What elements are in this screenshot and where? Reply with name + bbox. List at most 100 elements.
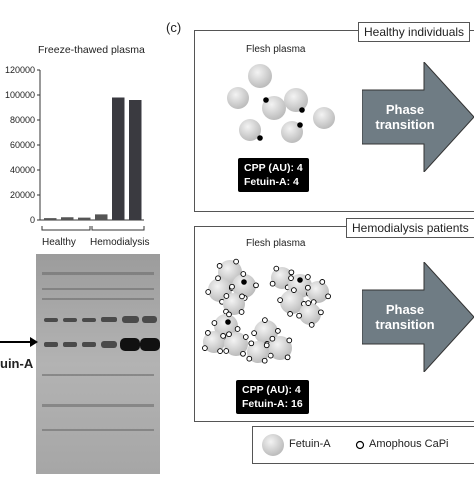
capi-particle [325,293,331,300]
hemodialysis-fetuin: Fetuin-A: 16 [242,398,303,410]
capi-particle [273,265,280,272]
chart-title: Freeze-thawed plasma [38,44,145,56]
bracket-hemodialysis [91,226,145,231]
capi-particle [246,355,253,362]
fetuin-sphere [232,274,256,298]
fetuin-sphere-icon [262,434,284,456]
capi-particle [226,331,232,338]
fetuin-sphere [223,293,245,315]
y-tick-label: 60000 [10,140,35,150]
fetuin-sphere [299,303,321,325]
fetuin-sphere [262,96,286,120]
capi-particle [248,340,255,347]
legend: Fetuin-A Amophous CaPi [252,426,474,464]
capi-particle [215,275,221,282]
capi-particle [253,282,259,289]
arrow-line-1: Phase [385,102,425,117]
y-tick-label: 40000 [10,165,35,175]
dark-particle [241,279,247,285]
bar [112,97,125,220]
healthy-arrow-label: Phase transition [364,102,446,132]
fetuin-sphere [227,87,249,109]
capi-particle [287,311,293,317]
blot-label: uin-A [0,356,34,371]
capi-particle [216,263,223,269]
western-blot [36,254,160,474]
fetuin-sphere [247,341,269,363]
bar [95,214,108,220]
fetuin-sphere [313,107,335,129]
capi-particle [238,309,245,315]
phase-transition-arrow-icon [362,262,474,372]
hemodialysis-cpp: CPP (AU): 4 [242,384,301,396]
capi-particle [233,258,239,265]
capi-circle-icon [355,440,365,450]
group-label-healthy: Healthy [42,237,76,248]
capi-particle [286,337,293,344]
capi-particle [240,350,246,357]
capi-particle [211,320,218,326]
capi-particle [205,289,212,295]
bracket-healthy [41,226,91,231]
dark-particle [297,277,303,283]
capi-particle [284,354,291,361]
fetuin-sphere [214,314,238,338]
y-tick-label: 100000 [5,90,35,100]
healthy-particles [227,64,335,143]
hemodialysis-arrow-label: Phase transition [364,302,446,332]
hemodialysis-tag: Hemodialysis patients [346,218,474,238]
y-tick-label: 0 [30,215,35,225]
capi-particle [305,284,311,291]
capi-particle [269,280,276,287]
capi-particle [220,333,226,339]
capi-particle [262,317,268,323]
capi-particle [226,311,232,318]
fetuin-sphere [307,281,329,303]
capi-particle [288,275,294,281]
arrow-line-2: transition [375,317,435,332]
capi-particle [305,300,312,306]
healthy-cpp: CPP (AU): 4 [244,162,303,174]
capi-particle [318,309,324,316]
capi-particle [223,293,230,299]
capi-particle [251,330,257,336]
capi-particle [319,279,326,285]
capi-particle [277,297,283,303]
fetuin-sphere [280,290,304,314]
bar [78,217,91,220]
capi-particle [267,352,274,359]
healthy-tag: Healthy individuals [358,22,471,42]
legend-fetuin: Fetuin-A [289,438,331,450]
bar [129,100,142,220]
panel-c: (c) Healthy individuals Flesh plasma CPP… [160,0,474,474]
healthy-plasma-label: Flesh plasma [246,44,306,55]
capi-particle [242,334,249,340]
fetuin-sphere [268,336,292,360]
capi-particle [288,269,295,276]
y-tick-label: 80000 [10,115,35,125]
capi-particle [308,322,315,328]
capi-particle [223,348,230,354]
capi-particle [205,330,211,336]
y-tick-label: 20000 [10,190,35,200]
arrow-line-1: Phase [385,302,425,317]
phase-transition-arrow-icon [362,62,474,172]
healthy-values: CPP (AU): 4 Fetuin-A: 4 [238,158,309,192]
fetuin-sphere [239,119,261,141]
fetuin-sphere [203,331,225,353]
blot-arrow-icon [0,337,38,347]
fetuin-sphere [224,332,248,356]
hemodialysis-values: CPP (AU): 4 Fetuin-A: 16 [236,380,309,414]
capi-particle [202,345,208,351]
legend-capi: Amophous CaPi [369,438,449,450]
fetuin-sphere [281,121,303,143]
blot-bands [36,254,160,474]
fetuin-sphere [271,267,293,289]
hemodialysis-plasma-label: Flesh plasma [246,238,306,249]
group-label-hemodialysis: Hemodialysis [90,237,150,248]
healthy-fetuin: Fetuin-A: 4 [244,176,299,188]
capi-particle [234,326,241,332]
hemodialysis-particles [202,258,331,364]
bar [44,218,57,220]
